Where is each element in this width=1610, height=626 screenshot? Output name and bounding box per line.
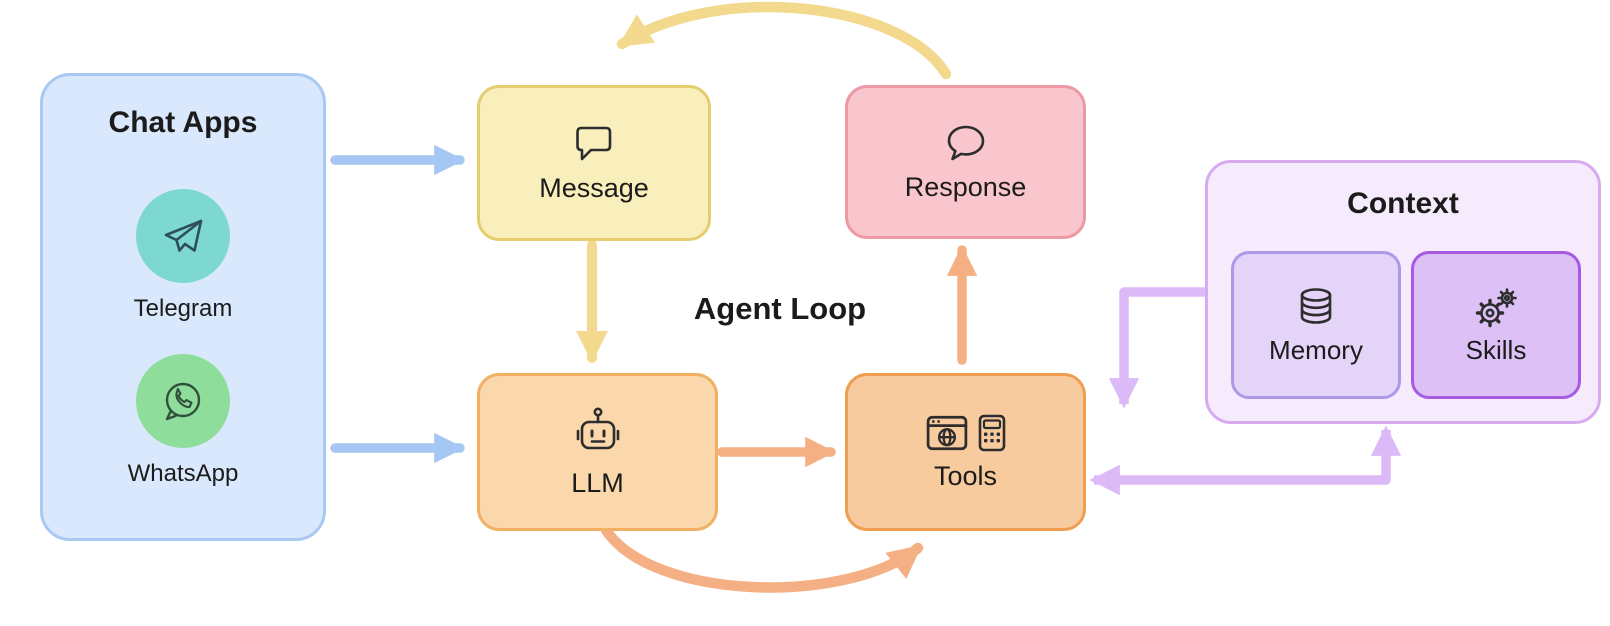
memory-label: Memory: [1269, 334, 1363, 365]
response-label: Response: [904, 172, 1027, 202]
chat-apps-panel: Chat Apps Telegram WhatsApp: [40, 73, 326, 541]
arrow-tools-context-bidirectional: [1089, 425, 1402, 496]
llm-node: LLM: [477, 373, 718, 531]
context-title: Context: [1347, 187, 1459, 220]
chat-apps-title: Chat Apps: [108, 106, 258, 139]
telegram-plane-icon: [164, 219, 203, 252]
tools-icons: [926, 412, 1006, 454]
whatsapp-icon: [136, 354, 230, 448]
chat-bubble-square-icon: [576, 126, 612, 161]
arrow-response-to-message-arc: [616, 1, 952, 80]
agent-loop-label: Agent Loop: [693, 291, 867, 326]
whatsapp-label: WhatsApp: [127, 460, 239, 487]
skills-label: Skills: [1465, 334, 1527, 365]
llm-label: LLM: [571, 468, 624, 498]
message-node: Message: [477, 85, 711, 241]
arrow-context-to-tools: [1108, 287, 1205, 409]
memory-box: Memory: [1231, 251, 1401, 399]
chat-bubble-round-icon: [947, 125, 984, 161]
tools-node: Tools: [845, 373, 1086, 531]
arrow-llm-to-tools-arc: [600, 524, 924, 593]
telegram-icon: [136, 189, 230, 283]
gears-icon: [1475, 287, 1517, 327]
browser-globe-icon: [926, 415, 967, 451]
whatsapp-bubble-icon: [165, 382, 201, 421]
skills-box: Skills: [1411, 251, 1581, 399]
calculator-icon: [978, 414, 1005, 452]
telegram-label: Telegram: [133, 295, 233, 322]
response-node: Response: [845, 85, 1086, 239]
message-label: Message: [539, 173, 649, 203]
tools-label: Tools: [933, 461, 998, 491]
context-panel: Context Memory: [1205, 160, 1601, 424]
database-icon: [1300, 287, 1332, 324]
robot-icon: [576, 407, 619, 450]
